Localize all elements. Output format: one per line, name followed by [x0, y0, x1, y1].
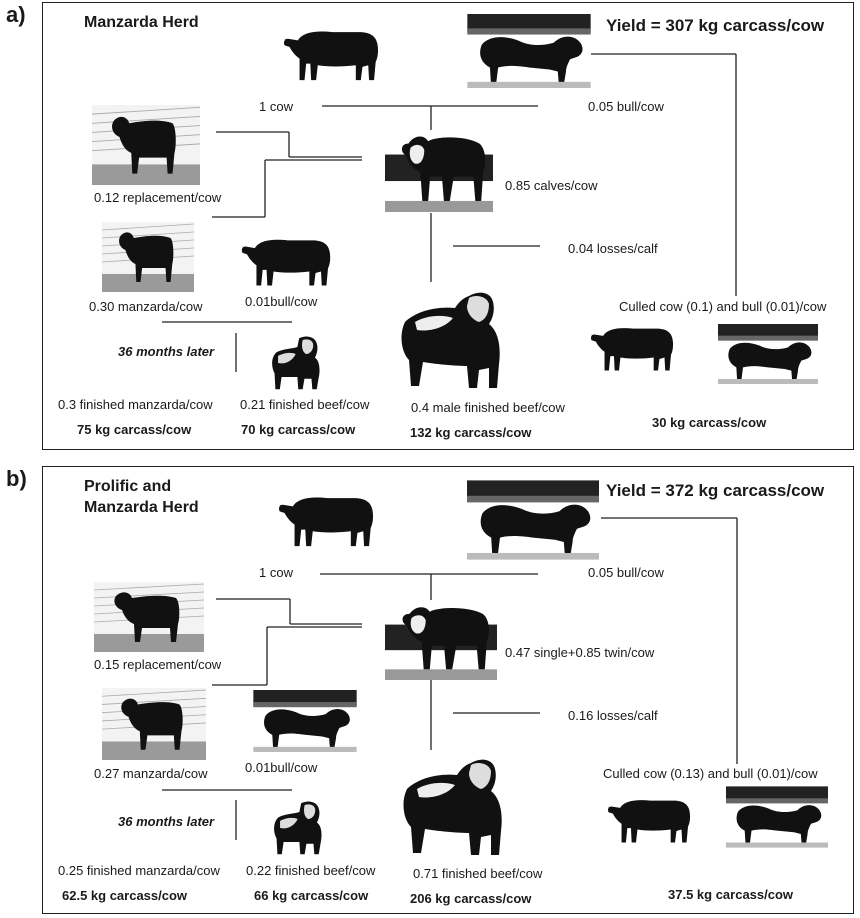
panel-b-finished-beef-image	[274, 801, 322, 855]
panel-b-yield: Yield = 372 kg carcass/cow	[606, 481, 825, 500]
panel-a-carcass-male: 132 kg carcass/cow	[410, 425, 532, 440]
panel-b-small-bull-image	[253, 690, 357, 752]
panel-b-culled-cow-image	[607, 800, 691, 843]
panel-a-carcass-culled: 30 kg carcass/cow	[652, 415, 767, 430]
panel-a	[42, 2, 854, 450]
panel-b-months-later: 36 months later	[118, 814, 215, 829]
panel-a-cow-label: 1 cow	[259, 99, 293, 114]
panel-b-letter: b)	[6, 466, 27, 491]
panel-a-finished-beef-image	[272, 336, 320, 390]
panel-b-manzarda-image	[102, 688, 206, 760]
panel-b-calves-label: 0.47 single+0.85 twin/cow	[505, 645, 655, 660]
panel-b-replacement-label: 0.15 replacement/cow	[94, 657, 222, 672]
panel-b-replacement-image	[94, 582, 204, 652]
panel-b-cow-label: 1 cow	[259, 565, 293, 580]
panel-a-replacement-image	[92, 105, 200, 185]
panel-b-carcass-culled: 37.5 kg carcass/cow	[668, 887, 794, 902]
panel-a-months-later: 36 months later	[118, 344, 215, 359]
panel-b-manzarda-label: 0.27 manzarda/cow	[94, 766, 208, 781]
panel-a-small-bull-image	[241, 239, 331, 286]
panel-b-bull-image	[467, 480, 599, 560]
panel-a-calf-image	[385, 136, 493, 212]
panel-a-manzarda-image	[102, 222, 194, 292]
panel-b-finished-manzarda-label: 0.25 finished manzarda/cow	[58, 863, 220, 878]
panel-b-finished-large-image	[403, 759, 502, 855]
panel-a-letter: a)	[6, 2, 26, 27]
panel-b-cow-image	[279, 497, 374, 547]
panel-a-finished-beef-label: 0.21 finished beef/cow	[240, 397, 370, 412]
panel-a-carcass-manzarda: 75 kg carcass/cow	[77, 422, 192, 437]
panel-a-title: Manzarda Herd	[84, 14, 199, 31]
panel-b-culled-label: Culled cow (0.13) and bull (0.01)/cow	[603, 766, 818, 781]
panel-a-cow-image	[284, 31, 379, 81]
panel-a-yield: Yield = 307 kg carcass/cow	[606, 16, 825, 35]
panel-b-title-line1: Prolific and	[84, 478, 172, 495]
panel-a-male-finished-image	[401, 292, 500, 388]
panel-a-culled-label: Culled cow (0.1) and bull (0.01)/cow	[619, 299, 827, 314]
panel-b-title-line2: Manzarda Herd	[84, 499, 199, 516]
panel-a-losses-label: 0.04 losses/calf	[568, 241, 658, 256]
panel-b-carcass-large: 206 kg carcass/cow	[410, 891, 532, 906]
panel-b-culled-bull-image	[726, 786, 828, 848]
panel-a-finished-manzarda-label: 0.3 finished manzarda/cow	[58, 397, 213, 412]
panel-a-bull-image	[467, 14, 591, 88]
panel-a-male-finished-label: 0.4 male finished beef/cow	[411, 400, 565, 415]
panel-a-replacement-label: 0.12 replacement/cow	[94, 190, 222, 205]
panel-a-culled-bull-image	[718, 324, 818, 384]
panel-b-finished-large-label: 0.71 finished beef/cow	[413, 866, 543, 881]
panel-b-carcass-manzarda: 62.5 kg carcass/cow	[62, 888, 188, 903]
panel-a-culled-cow-image	[590, 328, 674, 371]
panel-a-manzarda-label: 0.30 manzarda/cow	[89, 299, 203, 314]
panel-b-losses-label: 0.16 losses/calf	[568, 708, 658, 723]
panel-a-bull-label: 0.05 bull/cow	[588, 99, 664, 114]
panel-a-bull-small-label: 0.01bull/cow	[245, 294, 318, 309]
panel-b-carcass-beef: 66 kg carcass/cow	[254, 888, 369, 903]
panel-b-bull-small-label: 0.01bull/cow	[245, 760, 318, 775]
panel-b-bull-label: 0.05 bull/cow	[588, 565, 664, 580]
panel-a-calves-label: 0.85 calves/cow	[505, 178, 598, 193]
panel-a-carcass-beef: 70 kg carcass/cow	[241, 422, 356, 437]
panel-b-calf-image	[385, 607, 497, 680]
panel-b	[42, 466, 854, 914]
panel-b-finished-beef-label: 0.22 finished beef/cow	[246, 863, 376, 878]
